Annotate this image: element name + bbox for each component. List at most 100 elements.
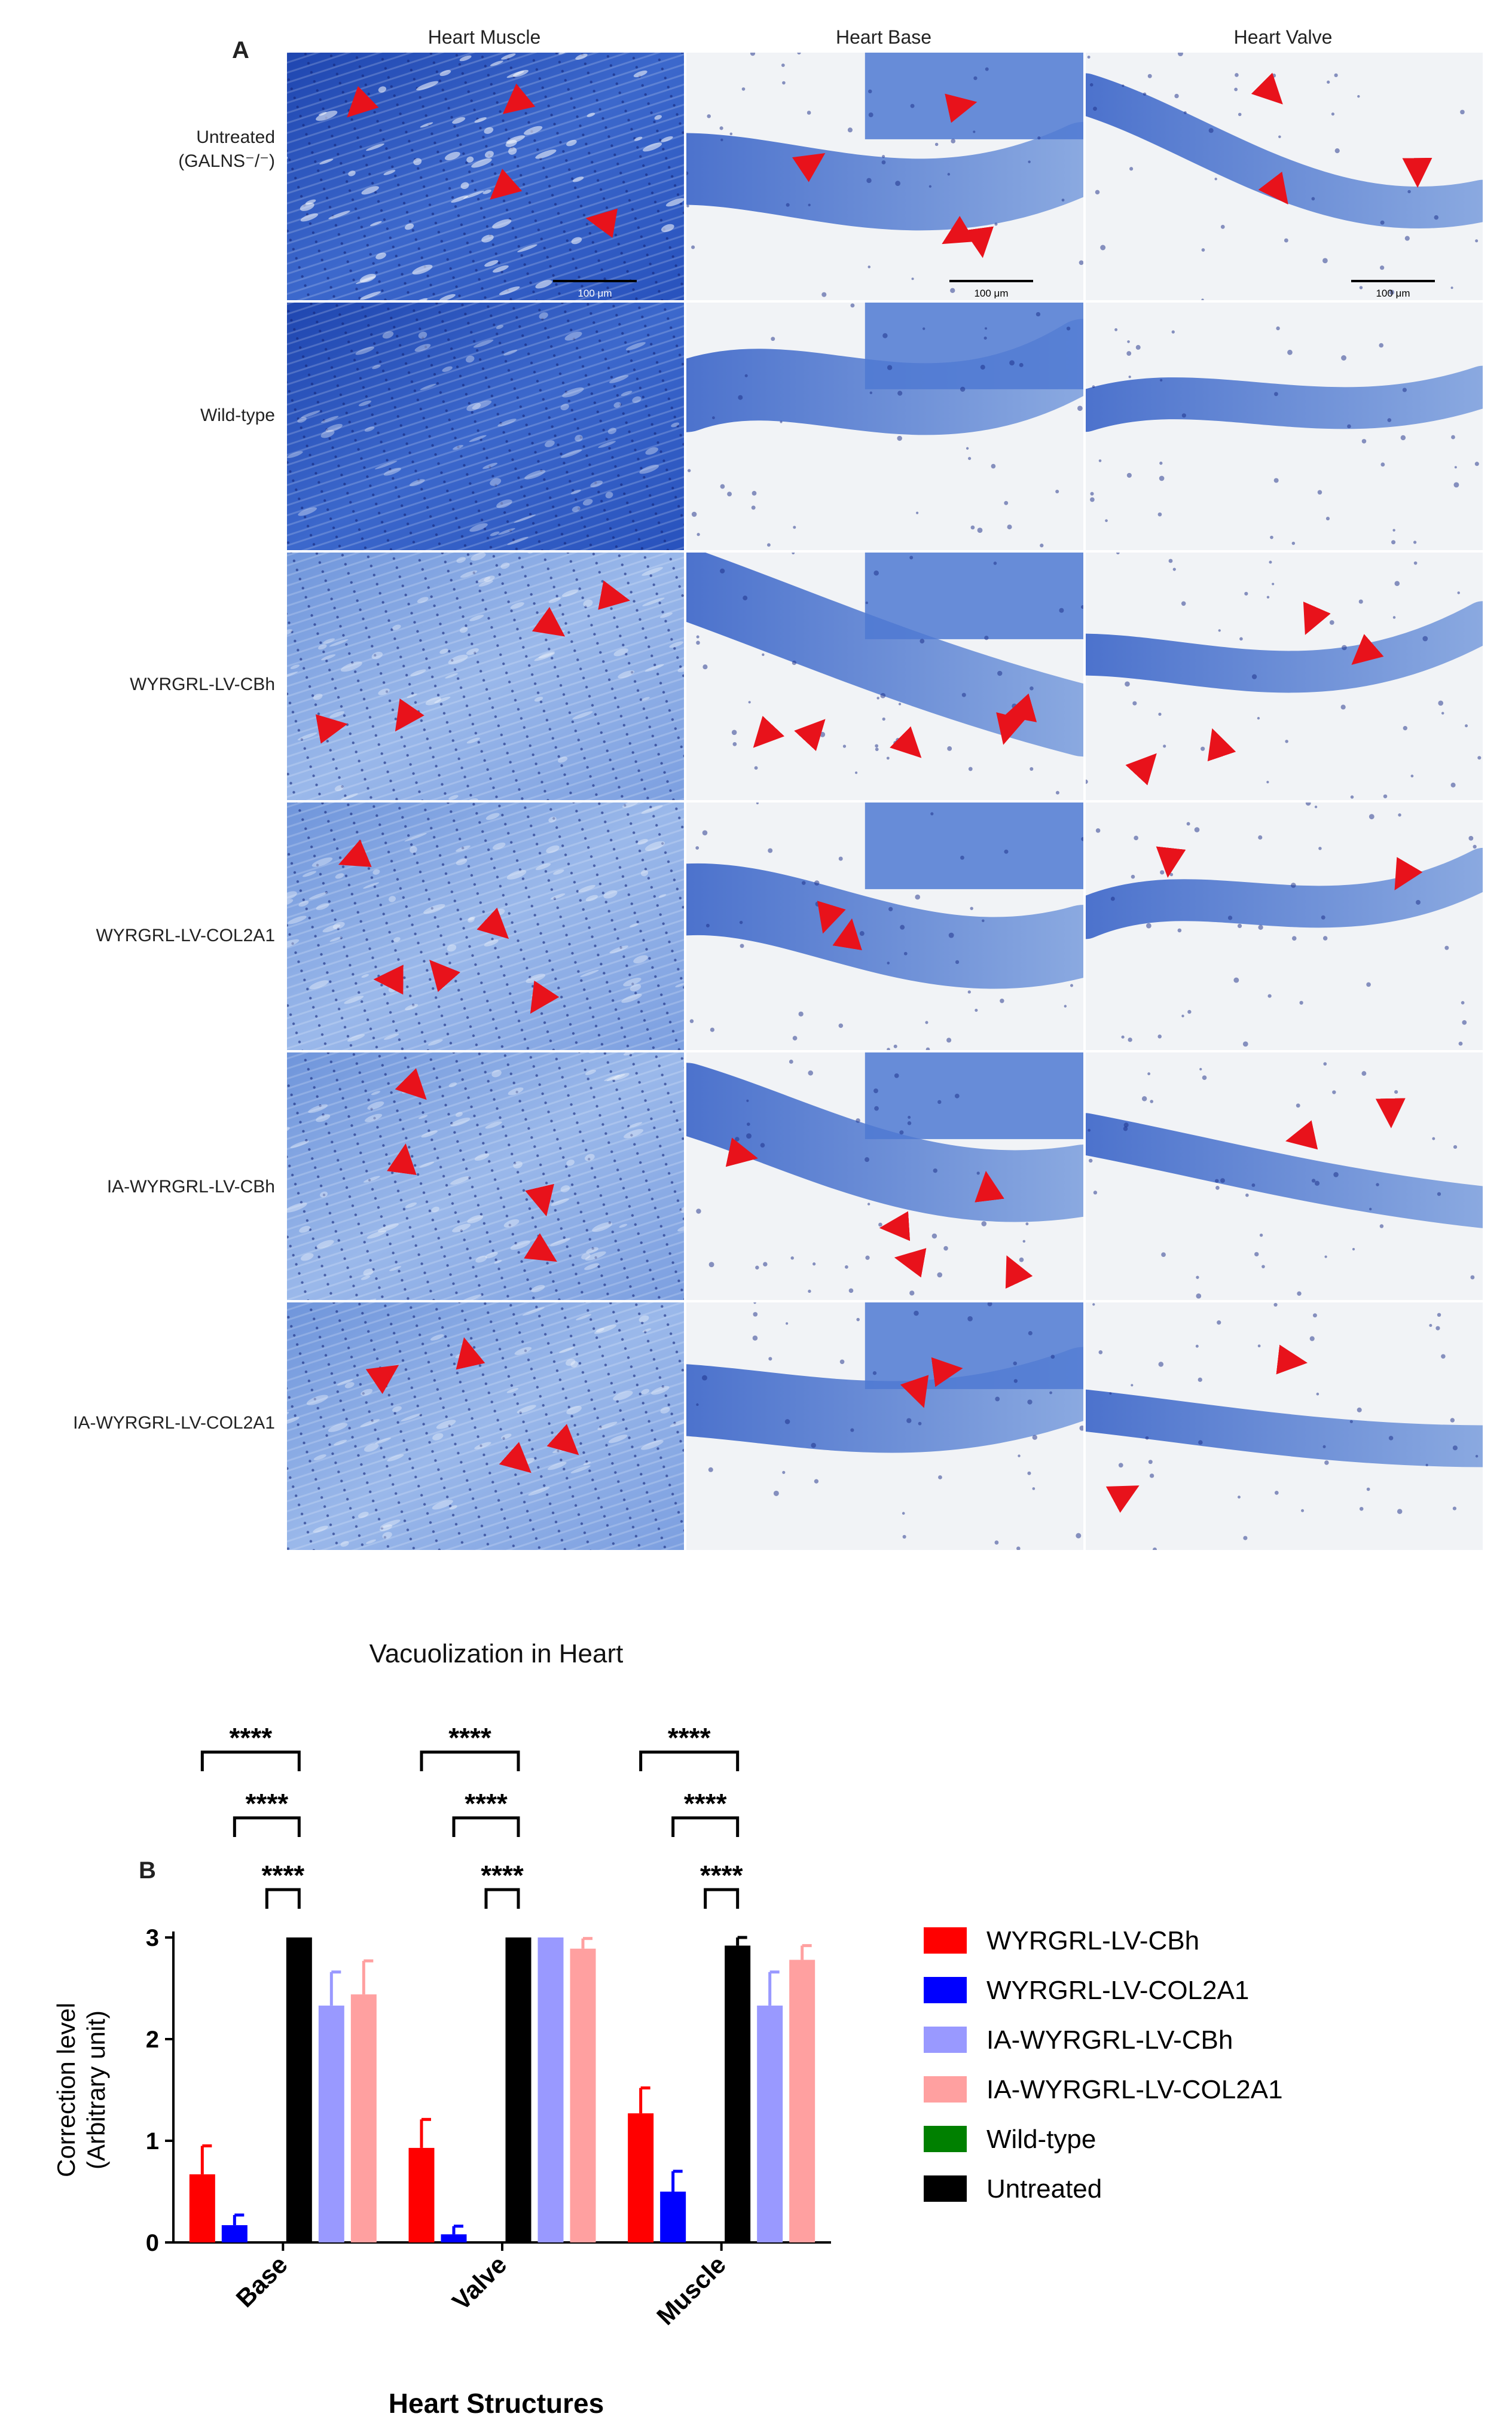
micrograph-tile	[287, 553, 684, 800]
vacuole-arrow	[931, 1357, 963, 1387]
micrograph-tile	[1086, 1052, 1483, 1300]
vacuole-arrow	[964, 226, 994, 258]
micrograph-tile	[686, 53, 1083, 300]
micrograph-tile	[287, 802, 684, 1050]
row-label-line: (GALNS⁻/⁻)	[178, 151, 275, 171]
legend-label: IA-WYRGRL-LV-COL2A1	[986, 2075, 1283, 2104]
significance-label: ****	[481, 1860, 524, 1891]
legend-swatch	[924, 1927, 967, 1954]
vacuole-arrow	[1394, 857, 1423, 890]
y-tick-label: 2	[146, 2027, 159, 2053]
y-tick-label: 3	[146, 1925, 159, 1951]
vacuole-arrow	[1276, 1344, 1308, 1375]
micrograph-tile	[287, 1302, 684, 1550]
legend-item: WYRGRL-LV-CBh	[924, 1926, 1199, 1955]
vacuole-arrow	[387, 1143, 417, 1176]
vacuole-arrow	[525, 1183, 554, 1217]
column-title-valve: Heart Valve	[1233, 26, 1333, 48]
column-title-base: Heart Base	[835, 26, 932, 48]
vacuole-arrow	[1005, 1255, 1033, 1289]
scale-bar-label: 100 μm	[578, 288, 612, 299]
legend-swatch	[924, 2076, 967, 2103]
scale-bar-label: 100 μm	[1376, 288, 1410, 299]
vacuole-arrow	[894, 1248, 927, 1278]
bar	[318, 2005, 344, 2242]
vacuole-arrow	[879, 1211, 911, 1241]
y-axis-label: Correction level	[52, 2003, 80, 2177]
vacuole-arrow	[365, 1365, 399, 1394]
legend-swatch	[924, 1977, 967, 2003]
vacuole-arrow	[942, 216, 975, 245]
bar	[537, 1937, 564, 2242]
significance-bracket	[233, 1816, 301, 1837]
vacuole-arrow	[792, 152, 826, 182]
row-label-ia-wyrgrl-col2a1: IA-WYRGRL-LV-COL2A1	[73, 1413, 275, 1433]
significance-bracket	[639, 1750, 740, 1771]
bar	[350, 1994, 377, 2242]
micrograph-panel: 100 μm 100 μm 100 μm	[287, 53, 1483, 1550]
micrograph-tile	[686, 1052, 1083, 1300]
significance-bracket	[484, 1888, 520, 1909]
significance-label: ****	[668, 1722, 711, 1753]
x-tick-label: Valve	[447, 2250, 512, 2315]
chart-title: Vacuolization in Heart	[369, 1639, 624, 1668]
vacuole-arrow	[546, 1424, 579, 1455]
vacuole-arrow	[1251, 72, 1283, 105]
micrograph-tile	[1086, 53, 1483, 300]
vacuole-arrow	[338, 839, 372, 867]
vacuole-arrow	[315, 714, 348, 744]
column-title-muscle: Heart Muscle	[427, 26, 541, 48]
micrograph-tile	[1086, 553, 1483, 800]
vacuole-arrow	[1285, 1120, 1318, 1150]
vacuole-arrow	[1303, 602, 1331, 635]
bar	[725, 1945, 751, 2242]
scale-bar-label: 100 μm	[974, 288, 1008, 299]
legend-item: Untreated	[924, 2174, 1102, 2204]
bar	[286, 1937, 312, 2242]
micrograph-tile	[686, 303, 1083, 550]
vacuole-arrow	[900, 1375, 929, 1408]
significance-label: ****	[246, 1788, 289, 1819]
y-tick-label: 1	[146, 2128, 159, 2155]
significance-bracket	[200, 1750, 301, 1771]
vacuole-arrow	[502, 83, 536, 114]
legend-item: IA-WYRGRL-LV-CBh	[924, 2025, 1233, 2055]
legend-swatch	[924, 2175, 967, 2202]
vacuole-arrow	[1207, 728, 1236, 762]
significance-label: ****	[448, 1722, 491, 1753]
vacuole-arrow	[585, 208, 618, 238]
significance-label: ****	[230, 1722, 273, 1753]
vacuole-arrow	[1125, 753, 1157, 786]
vacuole-arrow	[395, 698, 424, 732]
vacuole-arrow	[753, 716, 785, 748]
vacuole-arrow	[996, 712, 1025, 745]
row-label-wild-type: Wild-type	[200, 405, 275, 425]
vacuole-arrow	[530, 980, 560, 1014]
vacuole-arrow	[1351, 634, 1384, 665]
legend-swatch	[924, 2126, 967, 2152]
bar	[441, 2234, 467, 2242]
significance-bracket	[265, 1888, 301, 1909]
bar	[570, 1948, 596, 2242]
panel-b-label: B	[139, 1857, 156, 1884]
y-tick-label: 0	[146, 2230, 159, 2256]
vacuole-arrow	[347, 86, 379, 118]
vacuole-arrow	[532, 607, 566, 637]
significance-label: ****	[700, 1860, 743, 1891]
bar	[221, 2225, 248, 2242]
vacuole-arrow	[524, 1233, 557, 1262]
row-label-wyrgrl-col2a1: WYRGRL-LV-COL2A1	[96, 926, 275, 945]
y-axis-label: (Arbitrary unit)	[82, 2010, 110, 2169]
row-label-untreated: Untreated (GALNS⁻/⁻)	[12, 126, 275, 173]
bar	[757, 2005, 783, 2242]
legend-item: IA-WYRGRL-LV-COL2A1	[924, 2075, 1283, 2104]
legend-label: Untreated	[986, 2174, 1102, 2204]
significance-bracket	[704, 1888, 740, 1909]
micrograph-tile	[287, 53, 684, 300]
vacuole-arrow	[499, 1442, 532, 1473]
micrograph-tile	[287, 303, 684, 550]
vacuole-arrow	[794, 719, 826, 752]
vacuole-arrow	[456, 1337, 485, 1370]
significance-bracket	[420, 1750, 520, 1771]
